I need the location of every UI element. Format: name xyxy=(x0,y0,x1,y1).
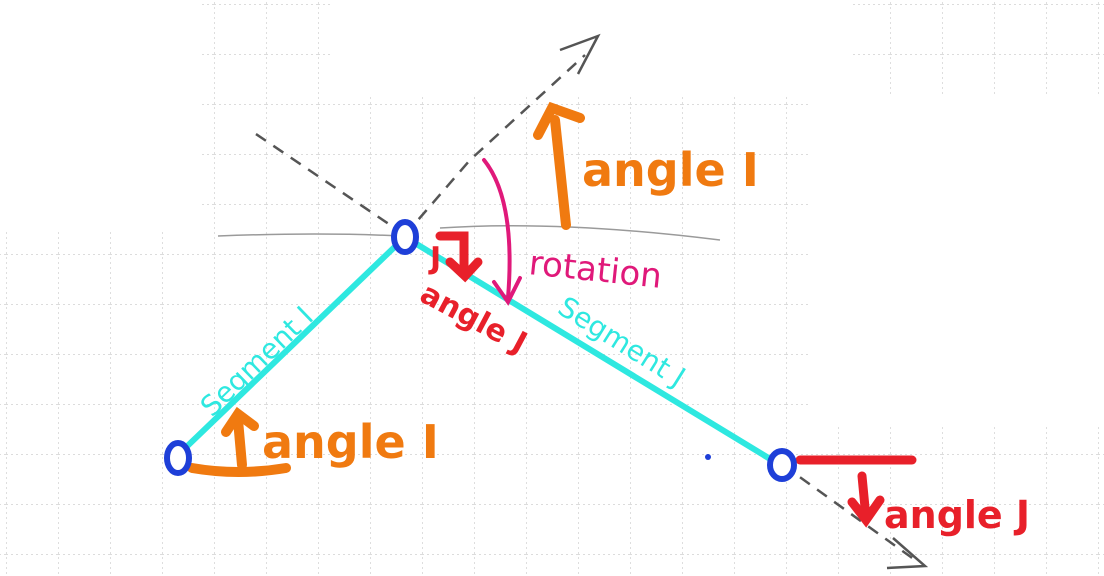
angle-j-arrow-head xyxy=(847,495,885,528)
angle-i-top-arrow xyxy=(550,115,571,230)
rotation-arrow-head xyxy=(492,276,522,306)
label-angle-j-right: angle J xyxy=(884,493,1030,537)
rotation-arrow xyxy=(482,158,522,306)
arrowhead-bottom xyxy=(886,537,929,570)
angle-j-marks xyxy=(435,231,917,528)
arrowhead-top xyxy=(559,33,601,75)
erased-area-top xyxy=(330,0,850,96)
angle-j-arrow-stem xyxy=(857,471,871,523)
angle-i-top-arrow-head xyxy=(533,101,585,140)
joint-base xyxy=(164,440,192,476)
angle-j-small-head xyxy=(445,257,483,283)
guide-back-extension xyxy=(249,128,406,237)
guide-arrowheads xyxy=(559,33,929,570)
angle-j-small-stem xyxy=(435,231,469,273)
erased-area-right xyxy=(810,96,1104,426)
segment-i-line xyxy=(175,234,408,458)
label-angle-i-top: angle I xyxy=(582,143,759,197)
erased-area-left xyxy=(0,0,200,230)
joints xyxy=(164,219,797,482)
label-angle-i-bottom: angle I xyxy=(262,415,439,469)
angle-i-bottom-bar xyxy=(187,463,291,477)
angle-i-marks xyxy=(187,101,585,477)
joint-middle xyxy=(391,219,419,255)
guide-lines xyxy=(249,54,916,562)
guide-extension-segment-j xyxy=(782,463,916,562)
label-j-mark: J xyxy=(428,241,441,276)
stray-dot xyxy=(705,454,711,460)
angle-i-bottom-arrow xyxy=(233,415,247,470)
angle-i-bottom-arrow-head xyxy=(221,406,259,437)
joint-end xyxy=(767,448,797,482)
rotation-arrow-arc xyxy=(482,158,512,300)
